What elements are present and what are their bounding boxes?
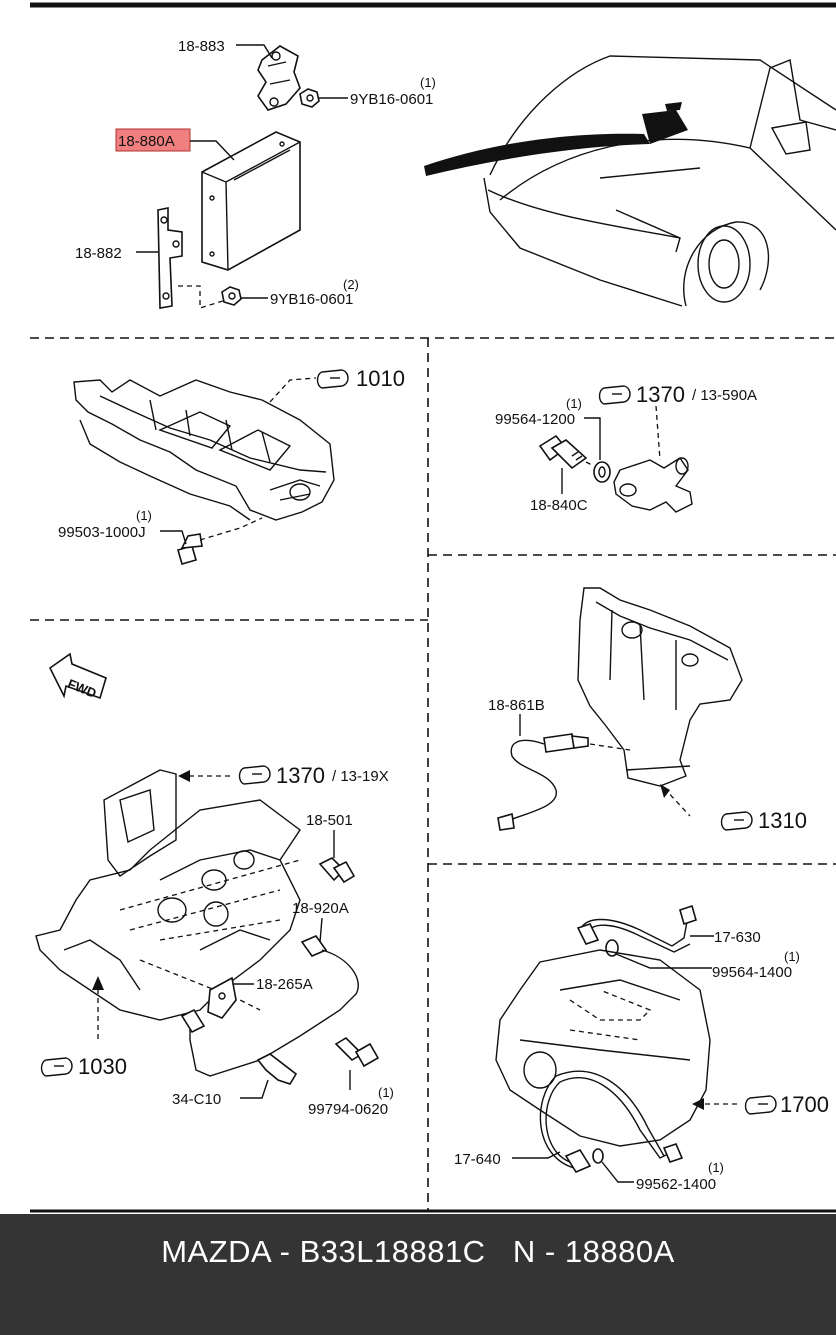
- caption-ref-number: 18880A: [564, 1234, 675, 1269]
- car-front-illustration: [424, 55, 836, 307]
- clip-34-c10: [256, 1053, 298, 1085]
- label-17-630: 17-630: [714, 929, 761, 946]
- label-99564-1200: 99564-1200: [495, 411, 575, 428]
- label-18-501: 18-501: [306, 812, 353, 829]
- highlight-18-880a: [115, 128, 191, 152]
- cylinder-head-illustration: [73, 379, 335, 521]
- caption-n-label: N: [512, 1234, 536, 1269]
- hose-17-630: [576, 904, 697, 953]
- ref-1370-b: 1370: [276, 763, 325, 788]
- exhaust-manifold-section: 18-861B 1310: [488, 587, 807, 833]
- parts-diagram: 18-883 9YB16-0601 (1) 18-880A 18: [30, 2, 836, 1213]
- ref-icon-1010: [316, 369, 349, 389]
- qty-9yb16-0601-b: (2): [343, 277, 359, 292]
- bracket-18-882: [157, 207, 183, 309]
- caption-brand: MAZDA: [161, 1234, 271, 1269]
- label-18-883: 18-883: [178, 38, 225, 55]
- label-34-c10: 34-C10: [172, 1091, 221, 1108]
- ref-1370-a: 1370: [636, 382, 685, 407]
- nut-9yb16-0601-a: [299, 88, 320, 108]
- ref-icon-1370-b: [238, 765, 271, 785]
- caption-gap: [486, 1234, 513, 1269]
- label-18-840c: 18-840C: [530, 497, 588, 514]
- label-99794-0620: 99794-0620: [308, 1101, 388, 1118]
- bolt-99794-0620: [334, 1036, 380, 1068]
- ref-icon-1310: [720, 811, 753, 831]
- label-18-920a: 18-920A: [292, 900, 349, 917]
- caption-bar: MAZDA - B33L18881C N - 18880A: [0, 1214, 836, 1335]
- ref-icon-1700: [744, 1095, 777, 1115]
- ecu-section: 18-883 9YB16-0601 (1) 18-880A 18: [75, 38, 836, 309]
- o2-sensor-18-861b: [497, 733, 589, 831]
- washer-99562-1400: [592, 1148, 604, 1164]
- label-9yb16-0601-b: 9YB16-0601: [270, 291, 353, 308]
- label-18-882: 18-882: [75, 245, 122, 262]
- label-99503-1000j: 99503-1000J: [58, 524, 146, 541]
- cylinder-head-section: 1010 99503-1000J (1): [58, 366, 405, 565]
- qty-99564-1400: (1): [784, 949, 800, 964]
- qty-99564-1200: (1): [566, 396, 582, 411]
- transmission-illustration: [495, 949, 711, 1147]
- label-9yb16-0601-a: 9YB16-0601: [350, 91, 433, 108]
- caption-sep-2: -: [535, 1234, 565, 1269]
- exhaust-manifold-illustration: [577, 587, 743, 787]
- hose-17-640: [539, 1070, 684, 1174]
- label-18-861b: 18-861B: [488, 697, 545, 714]
- caption-text: MAZDA - B33L18881C N - 18880A: [0, 1234, 836, 1270]
- sensor-18-920a: [189, 935, 359, 1077]
- qty-99503-1000j: (1): [136, 508, 152, 523]
- label-99562-1400: 99562-1400: [636, 1176, 716, 1193]
- transmission-section: 17-630 99564-1400 (1) 1700 17-640 99562-…: [454, 904, 829, 1193]
- ref-icon-1030: [40, 1057, 73, 1077]
- qty-99794-0620: (1): [378, 1085, 394, 1100]
- sensor-18-501: [318, 857, 356, 884]
- label-18-265a: 18-265A: [256, 976, 313, 993]
- ref-13-590a: / 13-590A: [692, 387, 757, 404]
- nut-9yb16-0601-b: [221, 286, 242, 306]
- label-99564-1400: 99564-1400: [712, 964, 792, 981]
- sensor-18-840c-section: 1370 / 13-590A 99564-1200 (1) 18-840C: [495, 382, 757, 514]
- caption-part-number: B33L18881C: [299, 1234, 486, 1269]
- fwd-arrow: FWD: [48, 652, 107, 701]
- caption-sep-1: -: [270, 1234, 300, 1269]
- ref-13-19x: / 13-19X: [332, 768, 389, 785]
- thermostat-housing: [613, 457, 693, 513]
- label-17-640: 17-640: [454, 1151, 501, 1168]
- washer-99564-1200: [593, 461, 611, 483]
- connector-18-920a: [180, 1008, 206, 1034]
- ref-1030: 1030: [78, 1054, 127, 1079]
- label-18-880a: 18-880A: [118, 133, 175, 150]
- ref-1310: 1310: [758, 808, 807, 833]
- ref-1700: 1700: [780, 1092, 829, 1117]
- qty-9yb16-0601-a: (1): [420, 75, 436, 90]
- ref-icon-1370-a: [598, 385, 631, 405]
- engine-block-section: FWD 1370 / 13-19X 18-501 1: [35, 652, 394, 1118]
- sensor-18-840c: [538, 434, 588, 470]
- plug-99503-1000j: [177, 533, 203, 565]
- ecu-unit-18-880a: [201, 131, 301, 271]
- ref-1010: 1010: [356, 366, 405, 391]
- qty-99562-1400: (1): [708, 1160, 724, 1175]
- bracket-18-265a: [207, 976, 237, 1019]
- engine-block-illustration: [35, 769, 301, 1021]
- bracket-18-883: [257, 45, 301, 111]
